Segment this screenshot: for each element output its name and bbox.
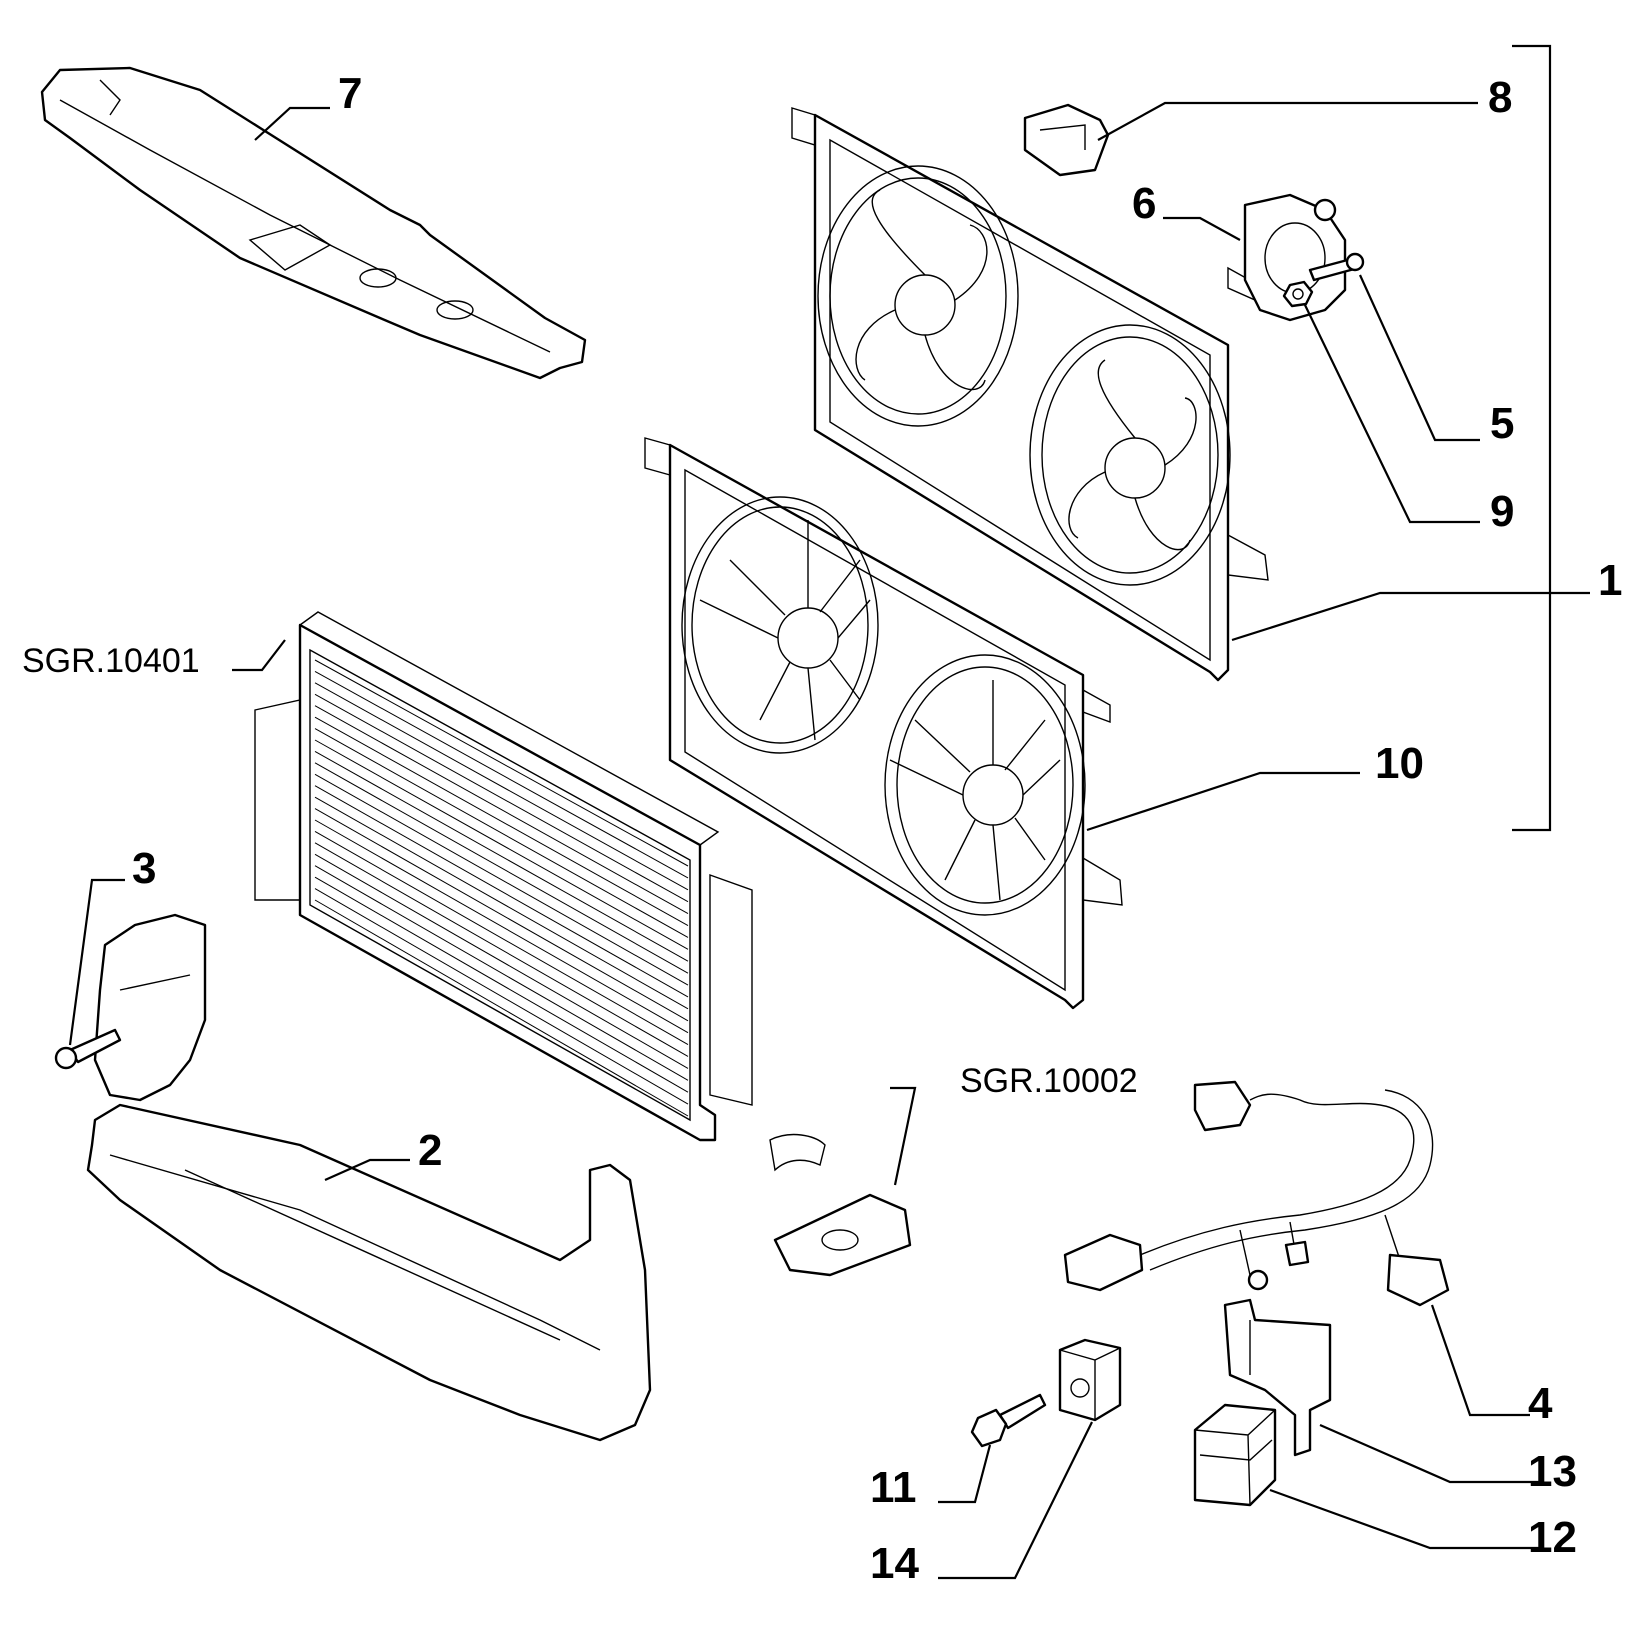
leader-12 <box>1269 1488 1540 1550</box>
radiator-fin <box>314 716 689 926</box>
part-11-bolt[interactable] <box>970 1393 1047 1448</box>
callout-5: 5 <box>1490 399 1514 448</box>
radiator-fin <box>314 842 689 1057</box>
leader-14 <box>938 1421 1093 1580</box>
radiator-fin <box>314 865 689 1081</box>
ref-sgr-10002: SGR.10002 <box>960 1062 1138 1100</box>
radiator-fin <box>314 693 689 903</box>
part-14-clip[interactable] <box>1058 1338 1122 1422</box>
radiator-fin <box>314 762 689 974</box>
radiator-fin <box>314 899 689 1117</box>
callout-2: 2 <box>418 1126 442 1175</box>
part-4-wiring-harness[interactable] <box>1063 1080 1450 1307</box>
callout-3: 3 <box>132 844 156 893</box>
part-9-nut[interactable] <box>1282 280 1314 308</box>
radiator-fin <box>314 728 689 938</box>
leader-11 <box>938 1444 992 1504</box>
part-1-fan-assembly[interactable] <box>791 107 1269 682</box>
leader-lines <box>68 44 1590 1580</box>
leader-6 <box>1163 216 1241 241</box>
callout-14: 14 <box>870 1539 919 1588</box>
radiator-fin <box>314 819 689 1034</box>
callout-10: 10 <box>1375 739 1424 788</box>
radiator-fin <box>314 876 689 1093</box>
part-2-lower-deflector[interactable] <box>86 1103 652 1442</box>
radiator-fin <box>314 739 689 950</box>
leader-1 <box>1231 591 1590 642</box>
part-13-relay-bracket[interactable] <box>1223 1298 1332 1457</box>
radiator-fin <box>314 773 689 986</box>
leader-5 <box>1358 274 1480 442</box>
callout-labels: 7 8 6 5 9 1 10 3 2 4 13 12 11 14 SGR.104… <box>22 69 1622 1588</box>
radiator-fin <box>314 682 689 891</box>
callout-4: 4 <box>1528 1379 1553 1428</box>
radiator-fin <box>314 888 689 1105</box>
part-3-bolt[interactable] <box>54 1028 122 1070</box>
radiator-fin <box>314 670 689 879</box>
radiator-fin <box>314 785 689 998</box>
leader-sgr-10401 <box>232 639 286 672</box>
leader-3 <box>68 878 125 1046</box>
assembly-bracket <box>1512 44 1552 832</box>
callout-11: 11 <box>870 1463 917 1512</box>
ref-sgr-10401: SGR.10401 <box>22 642 200 680</box>
leader-4 <box>1430 1304 1530 1417</box>
radiator-fin <box>314 750 689 962</box>
leader-10 <box>1086 771 1360 832</box>
callout-8: 8 <box>1488 73 1512 122</box>
radiator-fin <box>314 808 689 1022</box>
callout-6: 6 <box>1132 179 1156 228</box>
callout-13: 13 <box>1528 1447 1577 1496</box>
leader-9 <box>1304 304 1480 524</box>
callout-9: 9 <box>1490 487 1514 536</box>
radiator-fin <box>314 796 689 1010</box>
leader-7 <box>254 106 330 141</box>
part-5-screw[interactable] <box>1308 252 1365 282</box>
callout-1: 1 <box>1598 556 1622 605</box>
part-7-upper-cover[interactable] <box>40 66 587 380</box>
leader-2 <box>324 1158 410 1182</box>
leader-8 <box>1097 101 1478 141</box>
part-8-connector[interactable] <box>1023 103 1110 177</box>
leader-sgr-10002 <box>890 1086 917 1186</box>
hose-bracket[interactable] <box>773 1193 912 1277</box>
callout-12: 12 <box>1528 1513 1577 1562</box>
part-6-motor-flange[interactable] <box>1243 193 1347 322</box>
radiator-core-fins <box>314 659 689 1117</box>
part-10-fan-shroud[interactable] <box>644 437 1123 1010</box>
part-12-relay[interactable] <box>1193 1403 1277 1507</box>
part-3-bracket[interactable] <box>93 913 207 1102</box>
radiator-fin <box>314 830 689 1046</box>
leader-13 <box>1319 1423 1540 1484</box>
radiator-fin <box>314 659 689 867</box>
radiator-fin <box>314 853 689 1069</box>
radiator-fin <box>314 705 689 915</box>
callout-7: 7 <box>338 69 362 118</box>
